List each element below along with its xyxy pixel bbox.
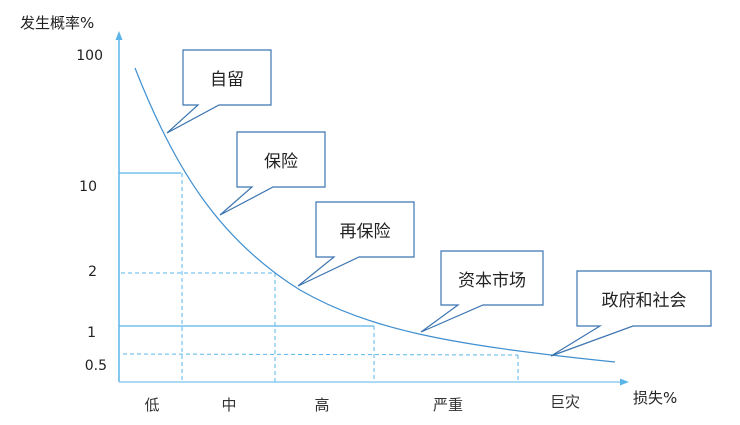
callout-capital-market-label: 资本市场 bbox=[458, 270, 526, 291]
y-tick-1: 1 bbox=[87, 325, 96, 341]
y-tick-10: 10 bbox=[79, 179, 97, 195]
x-tick-severe: 严重 bbox=[432, 396, 463, 414]
x-tick-mid: 中 bbox=[221, 396, 237, 414]
callout-government-society-label: 政府和社会 bbox=[601, 291, 687, 311]
x-axis-arrow-icon bbox=[620, 378, 629, 386]
y-tick-2: 2 bbox=[88, 264, 97, 280]
y-tick-100: 100 bbox=[76, 48, 103, 64]
ref-line-0.5 bbox=[122, 353, 519, 356]
y-axis-arrow-icon bbox=[115, 31, 123, 40]
callout-government-society bbox=[550, 270, 712, 357]
callout-reinsurance bbox=[297, 201, 415, 287]
x-tick-high: 高 bbox=[314, 396, 330, 414]
risk-curve bbox=[134, 67, 616, 363]
axes bbox=[115, 31, 629, 386]
y-tick-0.5: 0.5 bbox=[84, 358, 107, 374]
reference-lines bbox=[119, 172, 519, 382]
x-axis-title: 损失% bbox=[633, 389, 678, 407]
callout-insurance bbox=[219, 131, 326, 216]
x-tick-low: 低 bbox=[144, 396, 160, 414]
callout-capital-market bbox=[420, 250, 544, 333]
callout-reinsurance-label: 再保险 bbox=[339, 222, 391, 242]
callout-retention-label: 自留 bbox=[210, 70, 244, 90]
x-tick-catastrophe: 巨灾 bbox=[549, 393, 580, 411]
y-axis-title: 发生概率% bbox=[20, 14, 95, 32]
callout-retention bbox=[166, 49, 272, 134]
callout-insurance-label: 保险 bbox=[264, 152, 298, 172]
